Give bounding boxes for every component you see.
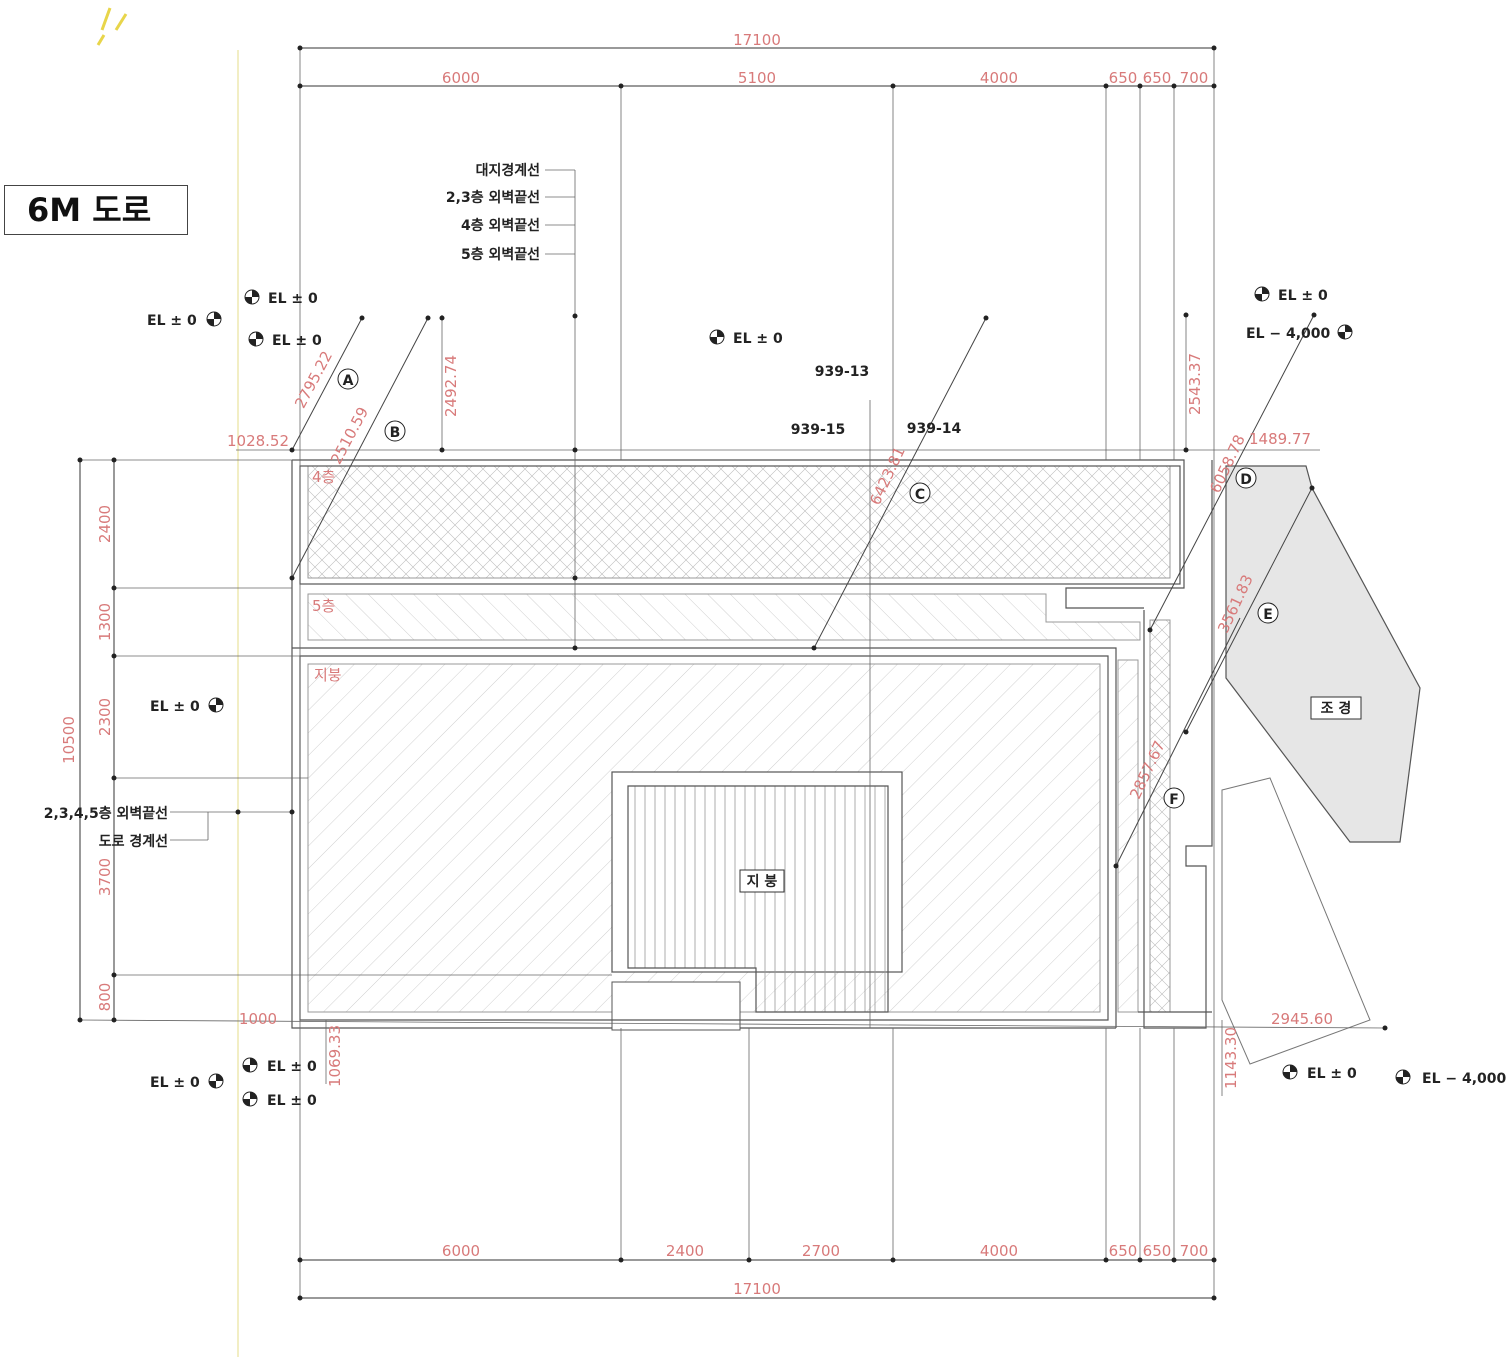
bottom-dim: 6000 bbox=[442, 1242, 480, 1260]
elevation-icon bbox=[206, 311, 222, 327]
elevation-icon bbox=[1337, 324, 1353, 340]
marker-label: F bbox=[1169, 792, 1179, 808]
left-dim: 2400 bbox=[96, 505, 114, 543]
zone-label: 5층 bbox=[312, 597, 335, 615]
wall-line-label: 4층 외벽끝선 bbox=[461, 217, 540, 234]
zone-labels: 4층 5층 지붕 bbox=[312, 468, 342, 684]
point-markers bbox=[337, 368, 1279, 809]
elevation-icon bbox=[208, 1073, 224, 1089]
landscape-label: 조 경 bbox=[1321, 700, 1352, 717]
elevation-label: EL ± 0 bbox=[272, 333, 322, 349]
elevation-icon bbox=[208, 697, 224, 713]
bottom-dim: 2400 bbox=[666, 1242, 704, 1260]
marker-label: D bbox=[1240, 472, 1252, 488]
left-dim: 800 bbox=[96, 983, 114, 1012]
lot-number: 939-15 bbox=[791, 422, 846, 438]
site-boundary-label: 대지경계선 bbox=[476, 162, 540, 179]
elevation-icon bbox=[248, 331, 264, 347]
elevation-icon bbox=[242, 1091, 258, 1107]
side-wall-label: 2,3,4,5층 외벽끝선 bbox=[44, 805, 168, 822]
offset-dim: 1000 bbox=[239, 1010, 277, 1028]
zone-label: 지붕 bbox=[314, 666, 342, 684]
top-total-dim: 17100 bbox=[733, 31, 781, 49]
left-total-dim: 10500 bbox=[60, 716, 78, 764]
marker-label: C bbox=[915, 487, 925, 503]
marker-label: A bbox=[343, 373, 354, 389]
elevation-label: EL ± 0 bbox=[733, 331, 783, 347]
wall-line-label: 2,3층 외벽끝선 bbox=[446, 189, 540, 206]
elevation-markers: EL ± 0 EL ± 0 EL ± 0 EL ± 0 EL ± 0 EL − … bbox=[147, 286, 1507, 1109]
bottom-dim: 2700 bbox=[802, 1242, 840, 1260]
elevation-icon bbox=[242, 1057, 258, 1073]
marker-label: B bbox=[390, 425, 401, 441]
offset-dim: 2510.59 bbox=[327, 404, 372, 467]
road-boundary-label: 도로 경계선 bbox=[99, 833, 168, 850]
road-label: 6M 도로 bbox=[4, 185, 188, 235]
boundary-labels: 대지경계선 2,3층 외벽끝선 4층 외벽끝선 5층 외벽끝선 2,3,4,5층… bbox=[44, 162, 540, 850]
offset-dim: 2543.37 bbox=[1186, 353, 1204, 415]
landscape-tag: 조 경 bbox=[1310, 696, 1362, 720]
guide-lines bbox=[79, 48, 1386, 1300]
tick-dots bbox=[77, 45, 1388, 1301]
building-zones bbox=[307, 465, 1171, 1031]
left-dim: 3700 bbox=[96, 858, 114, 896]
elevation-label: EL − 4,000 bbox=[1422, 1071, 1507, 1087]
top-dim: 700 bbox=[1180, 69, 1209, 87]
left-dim: 2300 bbox=[96, 698, 114, 736]
bottom-dim: 650 bbox=[1143, 1242, 1172, 1260]
elevation-label: EL ± 0 bbox=[1307, 1066, 1357, 1082]
elevation-label: EL ± 0 bbox=[150, 1075, 200, 1091]
wall-line-label: 5층 외벽끝선 bbox=[461, 246, 540, 263]
elevation-label: EL ± 0 bbox=[267, 1059, 317, 1075]
offset-dim: 1143.30 bbox=[1222, 1027, 1240, 1089]
landscape-area bbox=[1225, 465, 1421, 843]
elevation-label: EL − 4,000 bbox=[1246, 326, 1331, 342]
elevation-icon bbox=[709, 329, 725, 345]
lot-number: 939-13 bbox=[815, 364, 870, 380]
bottom-dim: 700 bbox=[1180, 1242, 1209, 1260]
sketch-marks bbox=[96, 7, 128, 46]
dimension-lines bbox=[79, 47, 1214, 1299]
lot-numbers: 939-13 939-15 939-14 bbox=[791, 364, 962, 438]
offset-lines bbox=[291, 314, 1315, 867]
top-dim: 4000 bbox=[980, 69, 1018, 87]
elevation-icon bbox=[1395, 1069, 1411, 1085]
elevation-icon bbox=[244, 289, 260, 305]
elevation-icon bbox=[1254, 286, 1270, 302]
bottom-dim: 650 bbox=[1109, 1242, 1138, 1260]
marker-label: E bbox=[1263, 607, 1273, 623]
elevation-label: EL ± 0 bbox=[1278, 288, 1328, 304]
offset-dim: 2492.74 bbox=[442, 355, 460, 417]
lot-number: 939-14 bbox=[907, 421, 962, 437]
left-dim: 1300 bbox=[96, 603, 114, 641]
elevation-label: EL ± 0 bbox=[147, 313, 197, 329]
top-dim: 650 bbox=[1143, 69, 1172, 87]
offset-dim: 1489.77 bbox=[1249, 430, 1311, 448]
elevation-label: EL ± 0 bbox=[150, 699, 200, 715]
bottom-dim: 4000 bbox=[980, 1242, 1018, 1260]
top-dim: 650 bbox=[1109, 69, 1138, 87]
top-dim: 6000 bbox=[442, 69, 480, 87]
elevation-label: EL ± 0 bbox=[267, 1093, 317, 1109]
offset-dim: 1069.33 bbox=[326, 1025, 344, 1087]
elevation-label: EL ± 0 bbox=[268, 291, 318, 307]
roof-tag: 지 붕 bbox=[739, 869, 785, 893]
zone-label: 4층 bbox=[312, 468, 335, 486]
offset-dim: 1028.52 bbox=[227, 432, 289, 450]
bottom-total-dim: 17100 bbox=[733, 1280, 781, 1298]
roof-label: 지 붕 bbox=[747, 874, 778, 890]
elevation-icon bbox=[1282, 1064, 1298, 1080]
offset-dim: 2945.60 bbox=[1271, 1010, 1333, 1028]
top-dim: 5100 bbox=[738, 69, 776, 87]
